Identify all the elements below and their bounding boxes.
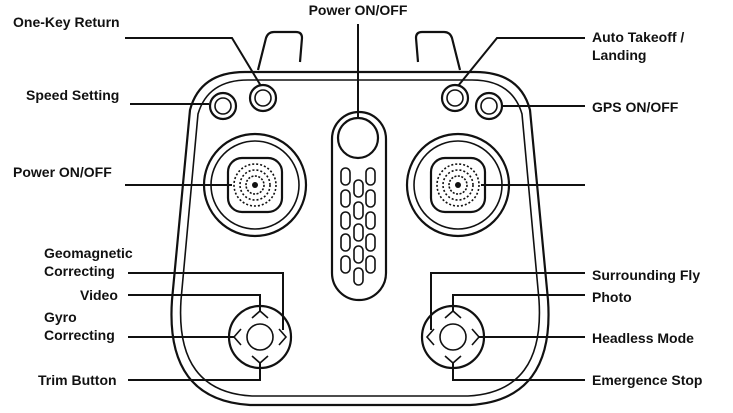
label-gyro-line2: Correcting bbox=[44, 327, 115, 343]
label-photo: Photo bbox=[592, 289, 632, 305]
label-gyro-line1: Gyro bbox=[44, 309, 77, 325]
label-surrounding-fly: Surrounding Fly bbox=[592, 267, 700, 283]
gps-button[interactable] bbox=[474, 91, 504, 121]
right-joystick[interactable] bbox=[405, 132, 511, 238]
label-geomagnetic-line2: Correcting bbox=[44, 263, 115, 279]
center-grip-slots bbox=[340, 167, 376, 286]
label-emergence-stop: Emergence Stop bbox=[592, 372, 702, 388]
auto-takeoff-landing-button[interactable] bbox=[440, 83, 470, 113]
label-headless-mode: Headless Mode bbox=[592, 330, 694, 346]
power-button-center[interactable] bbox=[336, 116, 380, 160]
label-auto-takeoff-line1: Auto Takeoff / bbox=[592, 29, 684, 45]
right-antenna bbox=[414, 30, 462, 71]
left-dpad[interactable] bbox=[227, 304, 293, 370]
label-one-key-return: One-Key Return bbox=[13, 14, 120, 30]
one-key-return-button[interactable] bbox=[248, 83, 278, 113]
label-trim-button: Trim Button bbox=[38, 372, 117, 388]
left-antenna bbox=[256, 30, 304, 71]
label-gps: GPS ON/OFF bbox=[592, 99, 679, 115]
label-speed-setting: Speed Setting bbox=[26, 87, 119, 103]
leader-lines bbox=[125, 24, 585, 381]
label-power-top: Power ON/OFF bbox=[309, 2, 408, 18]
label-auto-takeoff-line2: Landing bbox=[592, 47, 646, 63]
label-geomagnetic-line1: Geomagnetic bbox=[44, 245, 133, 261]
left-joystick[interactable] bbox=[202, 132, 308, 238]
speed-setting-button[interactable] bbox=[208, 91, 238, 121]
label-video: Video bbox=[80, 287, 118, 303]
label-power-left: Power ON/OFF bbox=[13, 164, 112, 180]
